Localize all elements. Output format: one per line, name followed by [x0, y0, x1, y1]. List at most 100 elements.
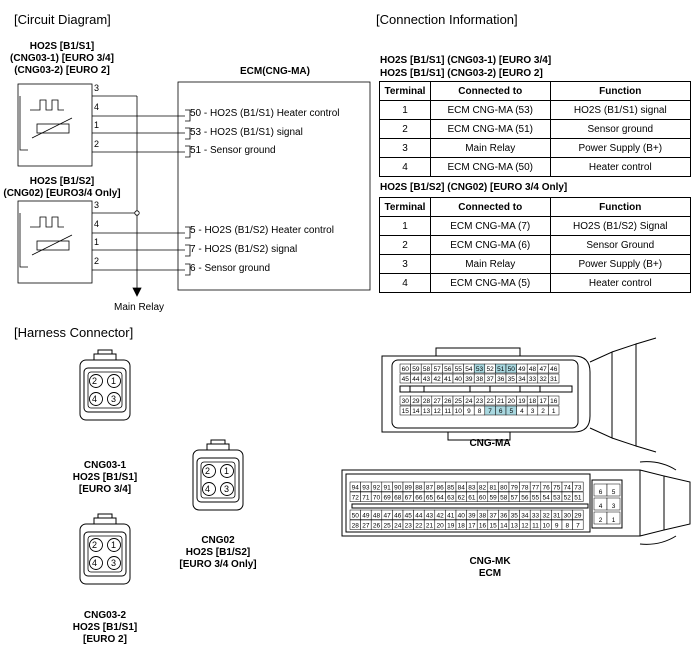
pin-cell [606, 511, 621, 525]
pin-number: 29 [574, 513, 582, 520]
pin-number: 18 [529, 398, 537, 405]
pin-number: 41 [447, 513, 455, 520]
connected-cell: ECM CNG-MA (5) [429, 273, 551, 293]
pin-number: 31 [553, 513, 561, 520]
pin-number: 39 [468, 513, 476, 520]
pin-1: 1 [111, 376, 117, 386]
pin-number: 36 [497, 376, 505, 383]
pin-number: 79 [511, 485, 519, 492]
pin-cell [548, 363, 560, 374]
sensor2-title-line: HO2S [B1/S2] [29, 176, 95, 187]
pin-number: 8 [478, 408, 482, 415]
sensor1-title: HO2S [B1/S1] (CNG03-1) [EURO 3/4] (CNG03… [0, 41, 124, 77]
pin-number: 49 [362, 513, 370, 520]
caption-line: [EURO 3/4] [78, 484, 132, 495]
pin-number: 43 [426, 513, 434, 520]
pin-number: 48 [373, 513, 381, 520]
pin-number: 1 [612, 517, 616, 524]
pin-number: 48 [529, 366, 537, 373]
pin-number: 27 [362, 523, 370, 530]
pin-number: 63 [447, 495, 455, 502]
pin-cell [548, 405, 560, 416]
cng03-2-caption: CNG03-2 HO2S [B1/S1] [EURO 2] [60, 610, 150, 646]
pin-number: 21 [426, 523, 434, 530]
sensor2-title-line: (CNG02) [EURO3/4 Only] [3, 188, 121, 199]
pin-number: 61 [468, 495, 476, 502]
pin-number: 14 [500, 523, 508, 530]
pin-number: 43 [423, 376, 431, 383]
cng03-1-caption: CNG03-1 HO2S [B1/S1] [EURO 3/4] [60, 460, 150, 496]
pin-number: 91 [383, 485, 391, 492]
function-cell: Heater control [549, 273, 692, 293]
pin-number: 80 [500, 485, 508, 492]
pin-number: 8 [565, 523, 569, 530]
ecm-pin-51-label: 51 - Sensor ground [190, 145, 276, 156]
pin-number: 76 [542, 485, 550, 492]
ecm-pin-5-label: 5 - HO2S (B1/S2) Heater control [190, 225, 334, 236]
s1-terminal-4: 4 [94, 102, 100, 112]
pin-number: 58 [423, 366, 431, 373]
connection-info-heading: [Connection Information] [376, 12, 518, 27]
pin-number: 57 [433, 366, 441, 373]
pin-number: 42 [436, 513, 444, 520]
caption-line: ECM [478, 568, 502, 579]
pin-cell [572, 509, 584, 520]
pin-4: 4 [92, 394, 98, 404]
pin-number: 36 [500, 513, 508, 520]
pin-cell [572, 519, 584, 530]
pin-number: 23 [405, 523, 413, 530]
pin-number: 19 [518, 398, 526, 405]
sensor1-title-line: (CNG03-2) [EURO 2] [14, 65, 110, 76]
pin-1: 1 [224, 466, 230, 476]
cng02-connector: 2 1 4 3 [193, 450, 243, 510]
pin-number: 22 [486, 398, 494, 405]
pin-number: 53 [476, 366, 484, 373]
pin-number: 60 [402, 366, 410, 373]
sensor1-title-line: HO2S [B1/S1] [29, 41, 95, 52]
ecm-pin-6-label: 6 - Sensor ground [190, 263, 271, 274]
pin-number: 55 [455, 366, 463, 373]
pin-number: 10 [542, 523, 550, 530]
pin-number: 40 [458, 513, 466, 520]
pin-number: 32 [539, 376, 547, 383]
caption-line: CNG03-1 [83, 460, 127, 471]
terminal-cell: 4 [379, 157, 431, 177]
pin-number: 45 [405, 513, 413, 520]
pin-number: 40 [455, 376, 463, 383]
pin-2: 2 [92, 376, 98, 386]
pin-number: 51 [497, 366, 505, 373]
pin-number: 6 [499, 408, 503, 415]
pin-number: 64 [436, 495, 444, 502]
pin-number: 21 [497, 398, 505, 405]
s2-terminal-4: 4 [94, 219, 100, 229]
pin-number: 4 [599, 503, 603, 510]
pin-number: 86 [436, 485, 444, 492]
pin-number: 28 [423, 398, 431, 405]
pin-number: 77 [532, 485, 540, 492]
pin-number: 38 [479, 513, 487, 520]
pin-4: 4 [205, 484, 211, 494]
pin-number: 38 [476, 376, 484, 383]
pin-number: 25 [455, 398, 463, 405]
pin-number: 56 [444, 366, 452, 373]
pin-number: 7 [576, 523, 580, 530]
pin-number: 70 [373, 495, 381, 502]
sensor2-title: HO2S [B1/S2] (CNG02) [EURO3/4 Only] [0, 176, 124, 200]
pin-number: 59 [412, 366, 420, 373]
s2-terminal-2: 2 [94, 256, 100, 266]
pin-number: 47 [383, 513, 391, 520]
pin-number: 72 [352, 495, 360, 502]
pin-number: 15 [489, 523, 497, 530]
ecm-title: ECM(CNG-MA) [240, 66, 310, 77]
sensor1-title-line: (CNG03-1) [EURO 3/4] [10, 53, 114, 64]
s1-terminal-2: 2 [94, 139, 100, 149]
table1-title-line: HO2S [B1/S1] (CNG03-2) [EURO 2] [380, 68, 543, 79]
pin-number: 45 [402, 376, 410, 383]
